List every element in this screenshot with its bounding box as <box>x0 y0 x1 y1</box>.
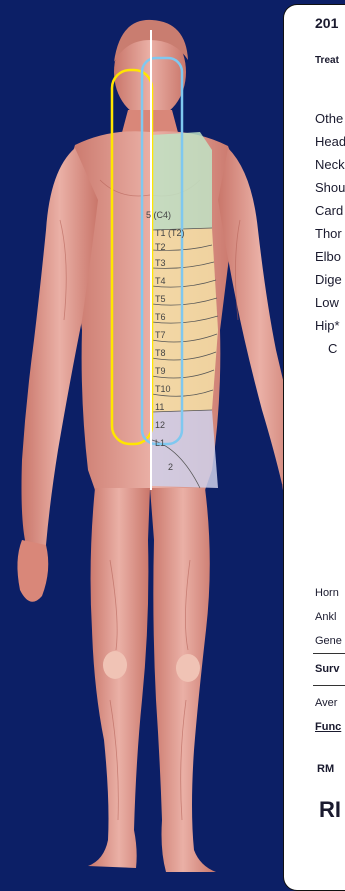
label-l2: 2 <box>168 462 173 472</box>
label-t1: T1 <box>155 228 166 238</box>
condition-item: Othe <box>315 111 343 126</box>
condition-item: Hip* <box>315 318 340 333</box>
rm-large-label: RI <box>319 797 341 823</box>
rm-small-label: RM <box>317 763 334 775</box>
condition-item: Thor <box>315 226 342 241</box>
label-11: 11 <box>155 402 164 412</box>
divider <box>313 653 345 654</box>
label-t2-paren: (T2) <box>168 228 185 238</box>
knee-left <box>103 651 127 679</box>
label-c4: 5 (C4) <box>146 210 171 220</box>
lower-item: Gene <box>315 635 342 647</box>
label-t2: T2 <box>155 242 166 252</box>
function-label: Func <box>315 721 341 733</box>
hand-left <box>17 540 48 602</box>
lower-item: Horn <box>315 587 339 599</box>
label-t5: T5 <box>155 294 166 304</box>
divider <box>313 685 345 686</box>
survey-label: Surv <box>315 663 339 675</box>
info-panel: 201 Treat Othe Head Neck Shou Card Thor … <box>283 4 345 891</box>
condition-item: Dige <box>315 272 342 287</box>
label-l1: L1 <box>155 438 165 448</box>
average-label: Aver <box>315 697 337 709</box>
label-t9: T9 <box>155 366 166 376</box>
condition-sub-item: C <box>328 341 337 356</box>
condition-item: Elbo <box>315 249 341 264</box>
label-t8: T8 <box>155 348 166 358</box>
panel-subtitle: Treat <box>315 55 339 66</box>
condition-item: Shou <box>315 180 345 195</box>
label-t4: T4 <box>155 276 166 286</box>
condition-item: Low <box>315 295 339 310</box>
condition-item: Head <box>315 134 345 149</box>
condition-item: Card <box>315 203 343 218</box>
knee-right <box>176 654 200 682</box>
condition-item: Neck <box>315 157 345 172</box>
label-t3: T3 <box>155 258 166 268</box>
label-t10: T10 <box>155 384 171 394</box>
label-t6: T6 <box>155 312 166 322</box>
panel-year: 201 <box>315 15 338 31</box>
label-12: 12 <box>155 420 165 430</box>
lower-item: Ankl <box>315 611 336 623</box>
label-t7: T7 <box>155 330 166 340</box>
